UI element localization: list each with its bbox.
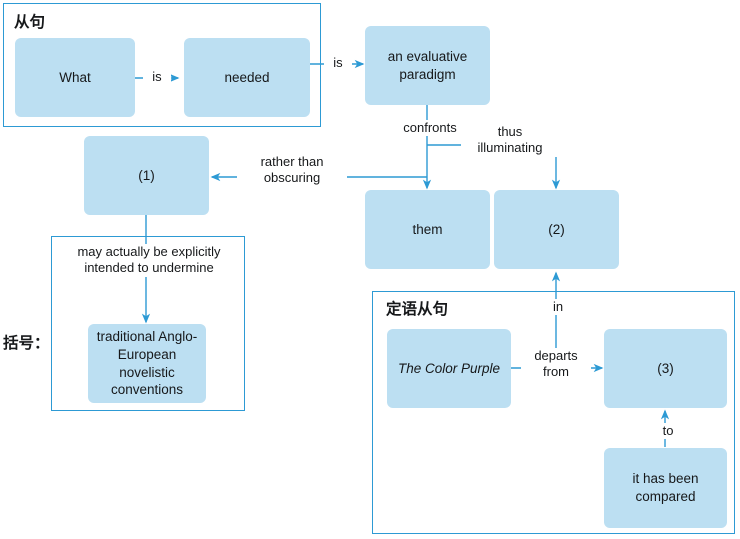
node-the-color-purple[interactable]: The Color Purple: [387, 329, 511, 408]
node-traditional-conventions[interactable]: traditional Anglo-European novelistic co…: [88, 324, 206, 403]
edge-label-in: in: [544, 299, 572, 316]
node-it-has-been-compared[interactable]: it has been compared: [604, 448, 727, 528]
edge-label-confronts: confronts: [386, 120, 474, 137]
node-what[interactable]: What: [15, 38, 135, 117]
edge-label-rather-than-obscuring: rather than obscuring: [237, 154, 347, 187]
edge-label-thus-illuminating: thus illuminating: [461, 124, 559, 157]
group-title-subordinate-clause: 从句: [14, 14, 46, 31]
node-blank-1[interactable]: (1): [84, 136, 209, 215]
edge-label-to: to: [654, 423, 682, 440]
group-title-attributive-clause: 定语从句: [386, 301, 449, 318]
node-blank-2[interactable]: (2): [494, 190, 619, 269]
parenthesis-side-label: 括号：: [3, 335, 50, 352]
edge-label-is-2: is: [324, 55, 352, 72]
group-attributive-clause: [372, 291, 735, 534]
edge-label-is-1: is: [143, 69, 171, 86]
group-parenthesis: [51, 236, 245, 411]
node-blank-3[interactable]: (3): [604, 329, 727, 408]
edge-label-departs-from: departs from: [521, 348, 591, 381]
node-them[interactable]: them: [365, 190, 490, 269]
node-evaluative-paradigm[interactable]: an evaluative paradigm: [365, 26, 490, 105]
group-subordinate-clause: [3, 3, 321, 127]
node-needed[interactable]: needed: [184, 38, 310, 117]
edge-label-may-actually: may actually be explicitly intended to u…: [57, 244, 241, 277]
